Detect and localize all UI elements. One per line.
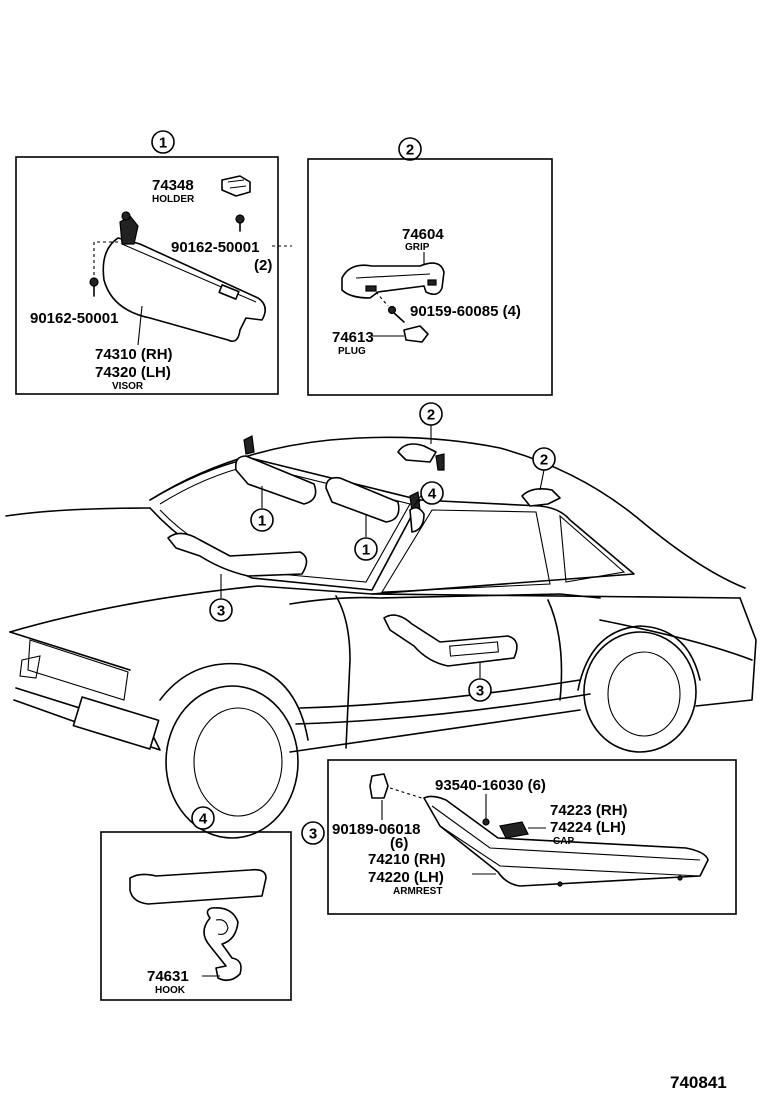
group-1-frame — [15, 156, 279, 395]
callout-4-header-number: 4 — [199, 811, 208, 828]
grip-screw-part — [387, 305, 405, 323]
armrest-screw-part-number: 93540-16030 (6) — [435, 777, 546, 794]
cap-lh-part-number: 74224 (LH) — [550, 819, 626, 836]
screw-part — [235, 214, 245, 232]
group-4-frame — [100, 831, 292, 1001]
callout-2-grip-rear — [532, 447, 556, 471]
group-3-armrest: 3 93540-16030 (6) 74223 (RH) 74224 (LH) … — [301, 759, 737, 915]
car-callouts: 1 1 2 2 4 3 3 — [209, 402, 556, 702]
hook-cover-part — [129, 868, 267, 905]
visor-name: VISOR — [112, 381, 144, 392]
callout-1-visor-left-number: 1 — [258, 513, 266, 530]
clip-quantity: (6) — [390, 835, 408, 852]
screw-quantity: (2) — [254, 257, 272, 274]
group-2-frame — [307, 158, 553, 396]
visor-rh-part-number: 74310 (RH) — [95, 346, 173, 363]
holder-name: HOLDER — [152, 194, 195, 205]
visor-lh-part-number: 74320 (LH) — [95, 364, 171, 381]
hook-part — [203, 906, 242, 982]
plug-name: PLUG — [338, 346, 366, 357]
callout-1-visor-right-number: 1 — [362, 542, 370, 559]
grip-name: GRIP — [405, 242, 430, 253]
cap-name: CAP — [553, 836, 574, 847]
callout-1-visor-right — [354, 537, 378, 561]
visor-part — [102, 211, 266, 343]
callout-3-armrest-rear — [468, 678, 492, 702]
callout-1-header — [151, 130, 175, 154]
armrest-part — [423, 795, 709, 887]
callout-2-header — [398, 137, 422, 161]
callout-4-hook-car — [420, 481, 444, 505]
callout-2-grip-front — [419, 402, 443, 426]
callout-3-header — [301, 821, 325, 845]
group-2-grip: 2 74604 GRIP 90159-60085 (4) 74613 PLUG — [307, 137, 553, 396]
callout-3-armrest-front-number: 3 — [217, 603, 225, 620]
clip-part — [369, 773, 389, 799]
callout-1-visor-left — [250, 508, 274, 532]
cap-part — [499, 821, 529, 839]
callout-3-armrest-rear-number: 3 — [476, 683, 484, 700]
callout-4-hook-car-number: 4 — [428, 486, 437, 503]
hook-part-number: 74631 — [147, 968, 189, 985]
cap-rh-part-number: 74223 (RH) — [550, 802, 628, 819]
rear-wheel — [583, 631, 697, 753]
grip-part — [341, 262, 445, 299]
plug-part-number: 74613 — [332, 329, 374, 346]
group-3-frame — [327, 759, 737, 915]
armrest-rh-part-number: 74210 (RH) — [368, 851, 446, 868]
grip-part-number: 74604 — [402, 226, 444, 243]
screw-part-number: 90162-50001 — [171, 239, 259, 256]
grip-screw-part-number: 90159-60085 (4) — [410, 303, 521, 320]
group-1-visor: 1 74348 HOLDER 90162-50001 (2) — [15, 130, 292, 395]
callout-2-grip-rear-number: 2 — [540, 452, 548, 469]
group-4-hook: 4 74631 HOOK — [100, 806, 292, 1001]
clip-part-number: 90189-06018 — [332, 821, 420, 838]
front-wheel — [165, 685, 299, 839]
armrest-name: ARMREST — [393, 886, 442, 897]
screw-part-2 — [89, 277, 99, 297]
callout-2-grip-front-number: 2 — [427, 407, 435, 424]
screw2-part-number: 90162-50001 — [30, 310, 118, 327]
callout-3-header-number: 3 — [309, 826, 317, 843]
holder-part-number: 74348 — [152, 177, 194, 194]
callout-3-armrest-front — [209, 598, 233, 622]
callout-4-header — [191, 806, 215, 830]
callout-1-header-number: 1 — [159, 135, 167, 152]
hook-name: HOOK — [155, 985, 186, 996]
car-body — [5, 435, 757, 839]
plug-part — [403, 325, 429, 343]
callout-2-header-number: 2 — [406, 142, 414, 159]
armrest-lh-part-number: 74220 (LH) — [368, 869, 444, 886]
holder-part — [221, 175, 251, 197]
diagram-code: 740841 — [670, 1073, 727, 1092]
